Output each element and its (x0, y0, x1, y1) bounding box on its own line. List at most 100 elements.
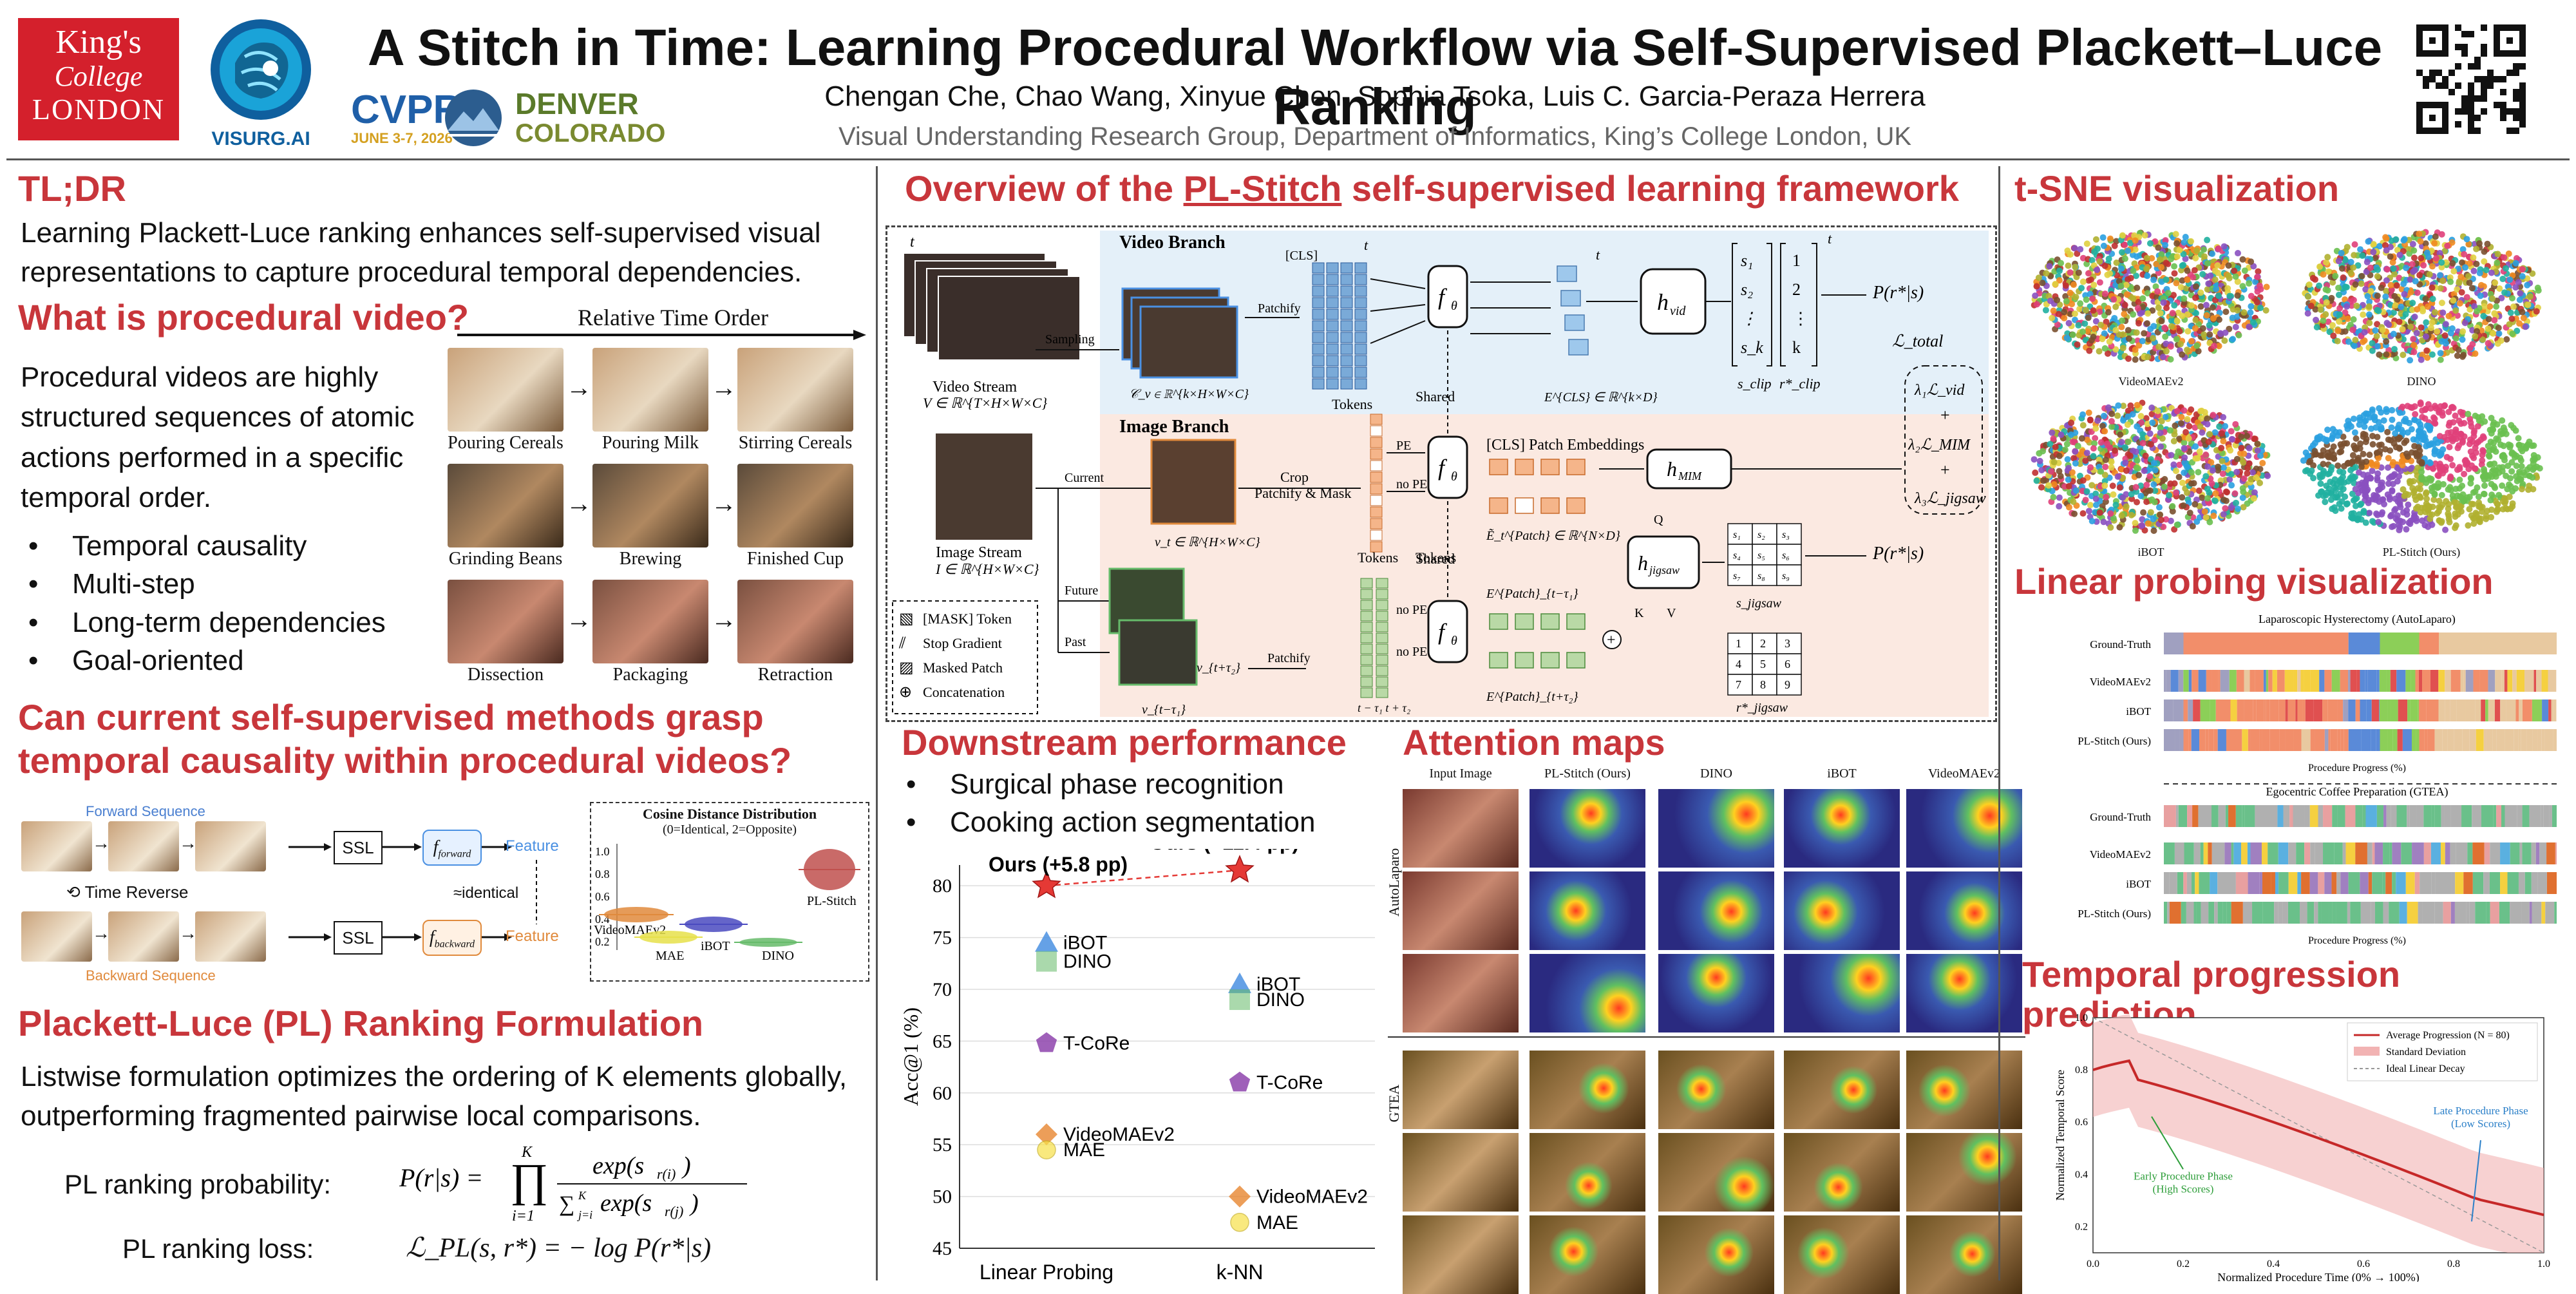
lp-segment (2179, 729, 2184, 751)
lp-segment (2445, 842, 2450, 864)
lp-segment (2337, 729, 2341, 751)
lp-segment (2199, 729, 2206, 751)
lp-segment (2217, 729, 2226, 751)
lp-segment (2259, 805, 2269, 827)
p-rs-video: P(r*|s) (1872, 283, 1924, 303)
input-image (1403, 954, 1519, 1032)
lp-segment (2410, 699, 2418, 721)
lp-segment (2365, 670, 2368, 692)
lp-segment (2186, 902, 2194, 924)
patch-embedding (1489, 459, 1508, 475)
lp-segment (2360, 670, 2365, 692)
backward-sequence-label: Backward Sequence (86, 967, 216, 984)
lp-segment (2304, 805, 2310, 827)
pl-prob-equation: P(r|s) = K ∏ i=1 exp(s r(i) ) ∑ K j=i ex… (399, 1134, 760, 1230)
lp-segment (2256, 699, 2264, 721)
lp-segment (2401, 842, 2412, 864)
jigsaw-rank-cell (1776, 633, 1802, 654)
lp-segment (2188, 670, 2192, 692)
reverse-icon: ⟲ (66, 882, 80, 902)
jigsaw-rank: 5 (1760, 658, 1766, 671)
f-forward-box: fforward (422, 830, 482, 866)
qr-code[interactable] (2416, 24, 2526, 134)
lp-segment (2302, 699, 2306, 721)
video-token (1326, 366, 1339, 378)
lp-segment (2226, 902, 2231, 924)
plus-symbol: + (1940, 461, 1950, 479)
cosine-subtitle: (0=Identical, 2=Opposite) (662, 823, 797, 837)
context-token (1376, 654, 1388, 665)
tokens-label: Tokens (1332, 396, 1372, 412)
patch-embedding (1540, 497, 1560, 514)
attention-map (1906, 789, 2022, 868)
lp-axis-label: Procedure Progress (%) (2308, 763, 2406, 774)
lp-segment (2249, 670, 2255, 692)
lp-segment (2554, 902, 2557, 924)
lp-segment (2500, 842, 2510, 864)
context-token (1360, 654, 1373, 665)
lp-segment (2434, 805, 2441, 827)
lp-segment (2405, 670, 2411, 692)
jigsaw-rank: 2 (1760, 637, 1766, 650)
frame-caption: Dissection (467, 665, 544, 685)
jigsaw-rank-cell (1752, 674, 1777, 696)
frame-caption: Packaging (612, 665, 688, 685)
lp-segment (2166, 670, 2171, 692)
lp-segment (2301, 872, 2310, 894)
tp-y-label: Normalized Temporal Score (2054, 1070, 2067, 1201)
frame-caption: Grinding Beans (448, 549, 563, 569)
lp-segment (2360, 699, 2367, 721)
encoder-video (1427, 265, 1468, 328)
lp-segment (2423, 842, 2431, 864)
cls-embedding (1560, 290, 1581, 307)
jigsaw-rank: 3 (1785, 637, 1790, 650)
lp-segment (2486, 902, 2490, 924)
lp-segment (2213, 729, 2218, 751)
lp-segment (2167, 902, 2170, 924)
jigsaw-rank-cell (1727, 674, 1753, 696)
sequence-frame (21, 911, 92, 962)
lp-segment (2420, 872, 2432, 894)
lp-segment (2255, 670, 2264, 692)
no-pe-label: no PE (1396, 477, 1427, 491)
lp-segment (2183, 729, 2189, 751)
cosine-title: Cosine Distance Distribution (642, 806, 817, 822)
lp-segment (2445, 699, 2450, 721)
linear-probing-title: Linear probing visualization (2014, 561, 2494, 602)
mae-point (1037, 1140, 1056, 1159)
arrow-right-icon: → (179, 833, 197, 853)
ssl-diagram: Forward Sequence →→ ⟲ Time Reverse →→ Ba… (18, 802, 869, 989)
lp-segment (2548, 699, 2552, 721)
lp-segment (2248, 872, 2260, 894)
patchify-mask-label: Patchify & Mask (1255, 485, 1351, 501)
ours-point (1032, 870, 1061, 899)
video-token (1354, 366, 1367, 378)
y-axis-label: Acc@1 (%) (899, 1007, 922, 1106)
attention-map (1530, 1133, 1645, 1212)
tp-x-label: Normalized Procedure Time (0% → 100%) (2217, 1271, 2419, 1282)
video-token (1354, 285, 1367, 297)
pe-label: PE (1396, 439, 1411, 453)
procedure-frame (737, 580, 853, 663)
lp-segment (2475, 902, 2486, 924)
tldr-title: TL;DR (18, 168, 126, 209)
ssl-box-backward: SSL (334, 921, 383, 955)
lp-segment (2297, 872, 2302, 894)
lp-segment (2174, 842, 2184, 864)
lp-segment (2285, 699, 2288, 721)
shared-label: Shared (1416, 551, 1455, 567)
lp-segment (2278, 902, 2283, 924)
future-embedding (1515, 652, 1534, 669)
ours-annotation: Ours (+11.4 pp) (1150, 849, 1299, 854)
lp-segment (2231, 902, 2243, 924)
lp-segment (2329, 902, 2333, 924)
jigsaw-score-cell (1752, 564, 1777, 586)
series-label: VideoMAEv2 (1256, 1186, 1368, 1208)
avg-progression-line (2092, 1059, 2544, 1217)
future-embedding (1566, 652, 1586, 669)
lp-segment (2198, 805, 2204, 827)
lp-segment (2545, 902, 2555, 924)
jigsaw-score-cell (1776, 544, 1802, 566)
lp-segment (2396, 805, 2407, 827)
lp-segment (2418, 699, 2420, 721)
